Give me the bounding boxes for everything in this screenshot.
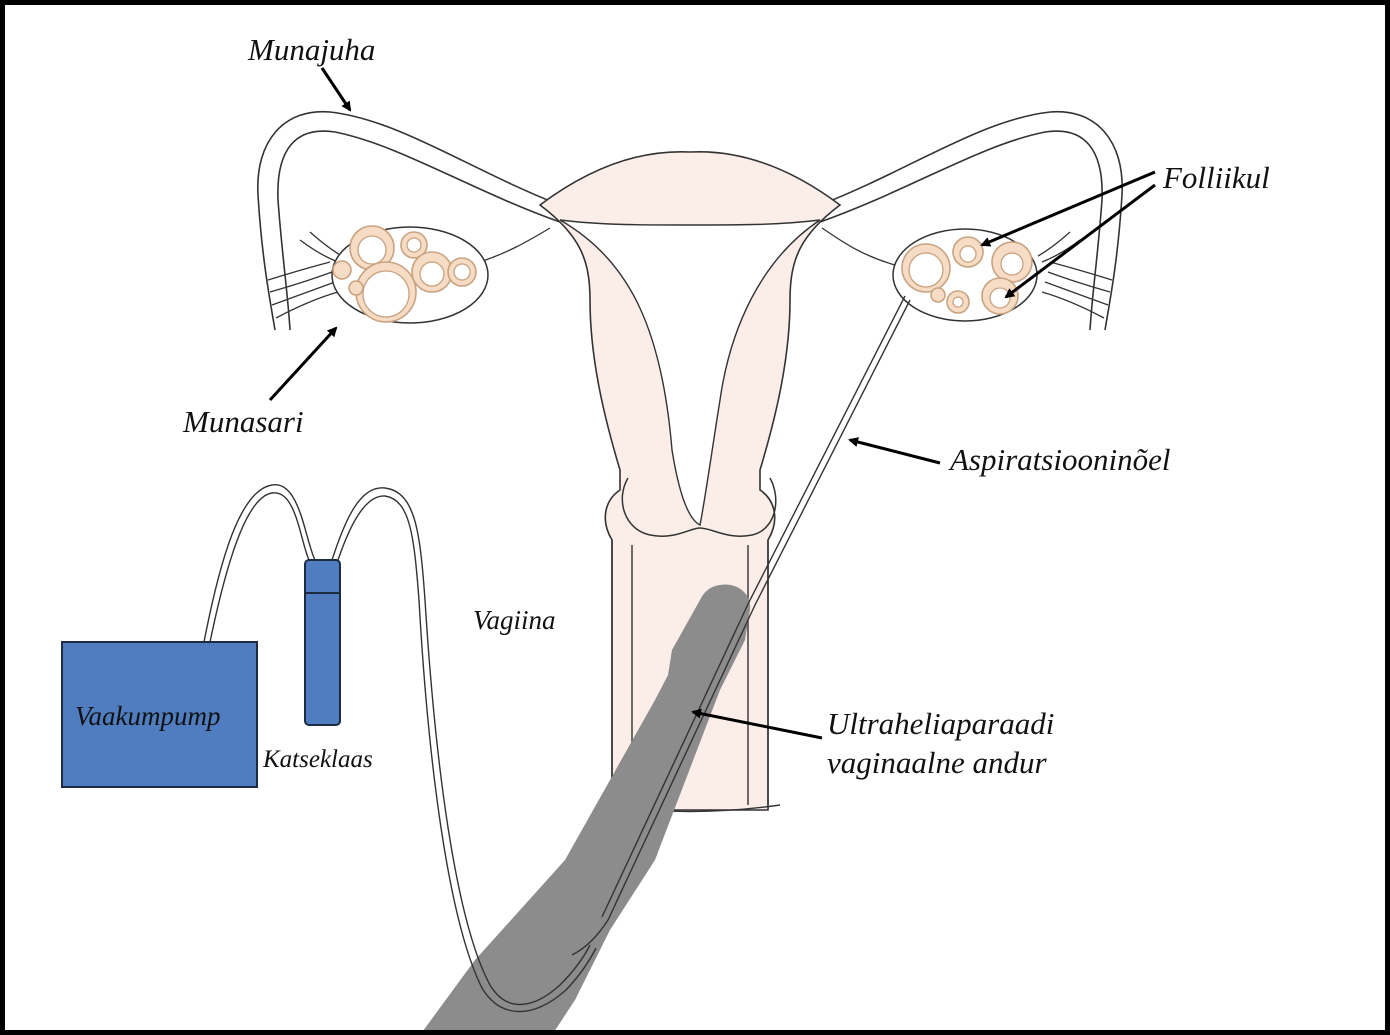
reproductive-anatomy-diagram <box>5 5 1385 1030</box>
munajuha-label: Munajuha <box>248 32 375 68</box>
vagiina-label: Vagiina <box>473 605 556 636</box>
folliikul-arrow-2 <box>1006 185 1155 297</box>
andur-label-line2: vaginaalne andur <box>827 745 1047 781</box>
test-tube <box>305 560 340 725</box>
katseklaas-label: Katseklaas <box>263 746 373 775</box>
munajuha-arrow <box>322 68 350 110</box>
andur-label-line1: Ultraheliaparaadi <box>827 706 1054 742</box>
left-ovary <box>332 226 488 323</box>
folliikul-label: Folliikul <box>1163 160 1270 196</box>
munasari-arrow <box>270 328 336 400</box>
aspiratsiooninoel-label: Aspiratsiooninõel <box>950 442 1170 478</box>
right-ovary <box>893 229 1037 321</box>
aspiratsiooninoel-arrow <box>850 440 940 463</box>
vaakumpump-label: Vaakumpump <box>75 701 220 732</box>
left-fimbriae <box>268 232 342 318</box>
munasari-label: Munasari <box>183 404 304 440</box>
